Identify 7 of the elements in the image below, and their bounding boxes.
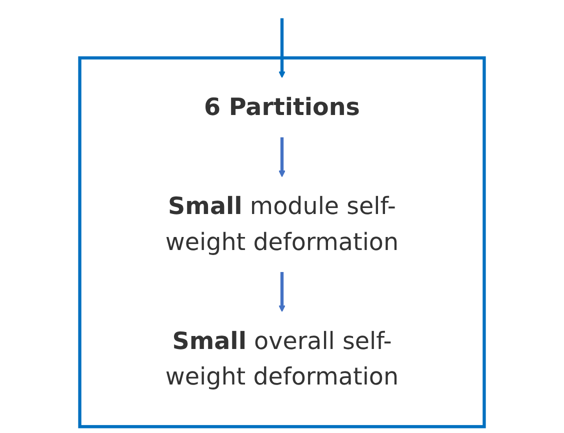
cluster xyxy=(78,56,486,428)
node-text: Small overall self-weight deformation xyxy=(165,328,399,391)
node-text: Small module self-weight deformation xyxy=(165,192,399,256)
arrow xyxy=(278,18,286,78)
arrow xyxy=(278,137,286,178)
arrow xyxy=(278,272,286,312)
node-text: 6 Partitions xyxy=(204,94,360,122)
